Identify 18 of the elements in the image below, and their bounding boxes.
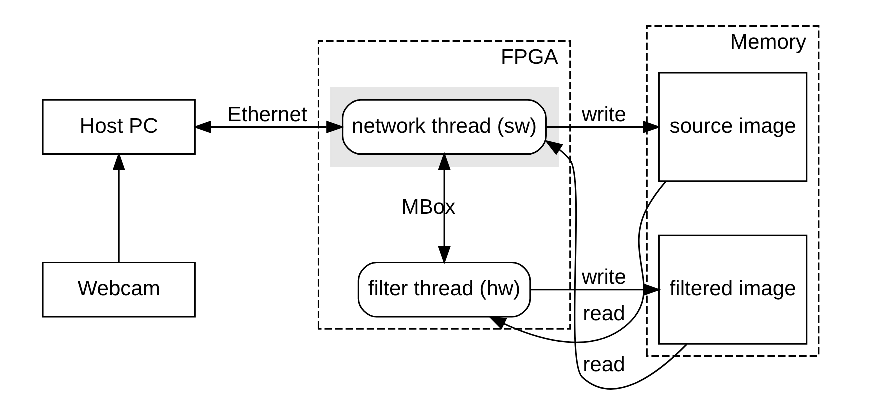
arrow <box>112 152 126 263</box>
cluster <box>330 87 560 168</box>
arrow <box>438 152 451 265</box>
edge-label: Ethernet <box>228 103 308 126</box>
arrow <box>488 181 667 344</box>
node-box: source image <box>658 72 808 182</box>
edge-label: read <box>583 354 626 377</box>
node-box: Webcam <box>42 262 196 318</box>
node-box: Host PC <box>42 99 196 156</box>
node-box: network thread (sw) <box>342 99 547 156</box>
edge-label: write <box>582 103 626 126</box>
node-box: filtered image <box>658 234 808 345</box>
arrow <box>546 120 662 134</box>
edge-label: read <box>583 302 626 326</box>
edge-label: write <box>582 266 626 290</box>
arrow <box>193 120 345 134</box>
node-box: filter thread (hw) <box>358 262 532 318</box>
arrow <box>544 140 688 390</box>
